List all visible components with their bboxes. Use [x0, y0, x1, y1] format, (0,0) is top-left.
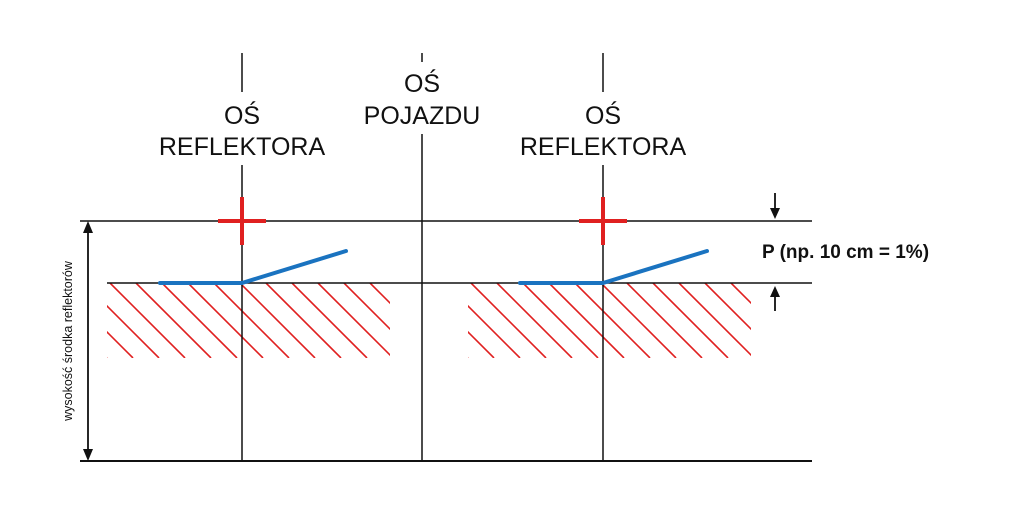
right-cutoff-line	[518, 249, 709, 285]
hatch-stroke	[107, 330, 134, 358]
hatch-stroke	[468, 330, 495, 358]
height-label: wysokość środka reflektorów	[61, 260, 75, 422]
hatch-area-left	[107, 283, 390, 358]
left-headlight-center-cross	[218, 197, 266, 245]
hatch-stroke	[468, 356, 469, 358]
hatch-stroke	[522, 283, 599, 358]
hatch-stroke	[600, 283, 677, 358]
hatch-stroke	[678, 283, 751, 357]
center-axis-label-line2: POJAZDU	[364, 102, 481, 130]
hatch-stroke	[187, 283, 264, 358]
offset-arrow-down	[770, 193, 780, 219]
right-axis-label-line2: REFLEKTORA	[520, 133, 687, 161]
height-double-arrow	[83, 221, 93, 461]
hatch-stroke	[343, 283, 390, 331]
hatch-stroke	[239, 283, 316, 358]
left-cutoff-line	[158, 249, 348, 285]
hatch-stroke	[468, 304, 521, 358]
hatch-stroke	[730, 283, 751, 305]
hatch-stroke	[213, 283, 290, 358]
hatch-stroke	[470, 283, 547, 358]
hatch-stroke	[626, 283, 703, 358]
hatch-stroke	[574, 283, 651, 358]
center-axis-label-line1: OŚ	[404, 68, 440, 98]
right-axis-label-line1: OŚ	[585, 100, 621, 130]
hatch-stroke	[107, 304, 160, 358]
offset-arrow-up	[770, 286, 780, 311]
left-axis-label-line2: REFLEKTORA	[159, 133, 326, 161]
left-axis-label-line1: OŚ	[224, 100, 260, 130]
hatch-stroke	[369, 283, 390, 305]
hatch-stroke	[317, 283, 390, 357]
hatch-stroke	[548, 283, 625, 358]
hatch-stroke	[161, 283, 238, 358]
hatch-stroke	[291, 283, 368, 358]
hatch-area-right	[468, 283, 751, 358]
hatch-stroke	[652, 283, 729, 358]
hatch-stroke	[496, 283, 573, 358]
right-headlight-center-cross	[579, 197, 627, 245]
hatch-stroke	[135, 283, 212, 358]
offset-label: P (np. 10 cm = 1%)	[762, 242, 929, 263]
hatch-stroke	[704, 283, 751, 331]
hatch-stroke	[265, 283, 342, 358]
hatch-stroke	[109, 283, 186, 358]
